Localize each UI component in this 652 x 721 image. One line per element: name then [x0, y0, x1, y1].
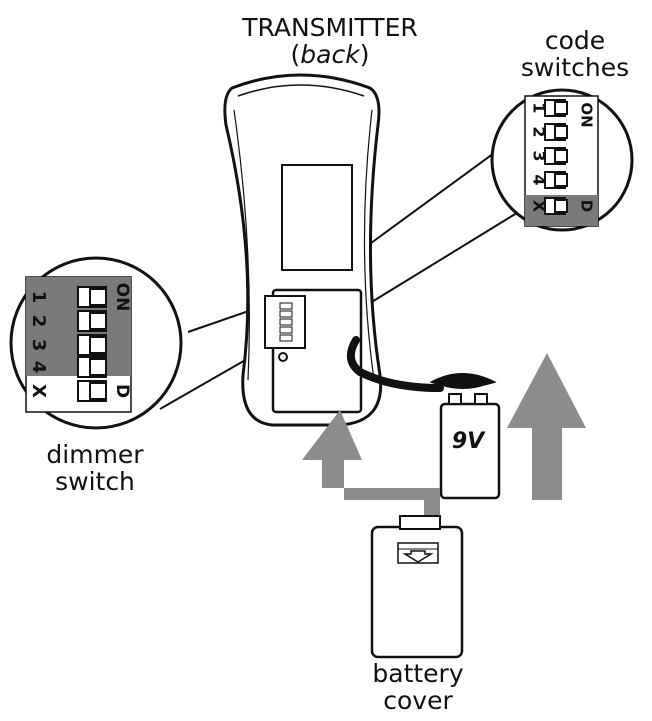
transmitter-title: TRANSMITTER (back): [200, 14, 460, 68]
code-switches-label-line2: switches: [520, 53, 630, 82]
code-row-1-label: 1: [530, 102, 549, 113]
dimmer-row-x-label: X: [28, 384, 49, 398]
code-on-label: ON: [578, 102, 596, 127]
transmitter-title-line1: TRANSMITTER: [242, 13, 418, 42]
code-switches-label: code switches: [510, 27, 640, 81]
title-paren-close: ): [359, 40, 370, 69]
battery-cover-label-line2: cover: [383, 686, 453, 715]
transmitter-mini-switches: [279, 302, 293, 342]
dimmer-switch-label: dimmer switch: [20, 441, 170, 495]
arrow-up-battery: [507, 353, 586, 500]
battery-voltage-label: 9V: [452, 429, 486, 454]
dimmer-row-4-label: 4: [28, 361, 49, 374]
battery-cover-piece: [370, 515, 464, 659]
dimmer-on-label: ON: [112, 283, 132, 312]
arrow-cover-to-compartment: [302, 410, 440, 516]
code-switches-magnifier: 1 2 3 4 X ON D: [490, 88, 634, 232]
dimmer-row-3-label: 3: [28, 339, 49, 352]
transmitter-title-line2: (back): [200, 41, 460, 68]
code-row-x-label: X: [530, 200, 549, 213]
nine-volt-battery: 9V: [439, 393, 501, 500]
wire-grommet: [278, 352, 288, 362]
dimmer-d-label: D: [112, 384, 132, 398]
dimmer-switch-label-line2: switch: [55, 467, 135, 496]
dimmer-switch-label-line1: dimmer: [46, 440, 144, 469]
code-row-2-label: 2: [530, 126, 549, 137]
code-row-4-label: 4: [530, 174, 549, 185]
code-row-3-label: 3: [530, 150, 549, 161]
title-paren-open: (: [290, 40, 301, 69]
code-switches-label-line1: code: [544, 26, 606, 55]
battery-cover-label: battery cover: [348, 660, 488, 714]
transmitter-label-recess: [281, 164, 353, 271]
dimmer-row-2-label: 2: [28, 315, 49, 328]
title-back-italic: back: [300, 40, 360, 69]
battery-wire: [346, 336, 444, 392]
dimmer-row-1-label: 1: [28, 291, 49, 304]
battery-snap-connector: [429, 373, 497, 389]
code-d-label: D: [578, 200, 596, 212]
battery-cover-label-line1: battery: [372, 659, 464, 688]
dimmer-switch-magnifier: 1 2 3 4 X ON D: [9, 256, 183, 430]
